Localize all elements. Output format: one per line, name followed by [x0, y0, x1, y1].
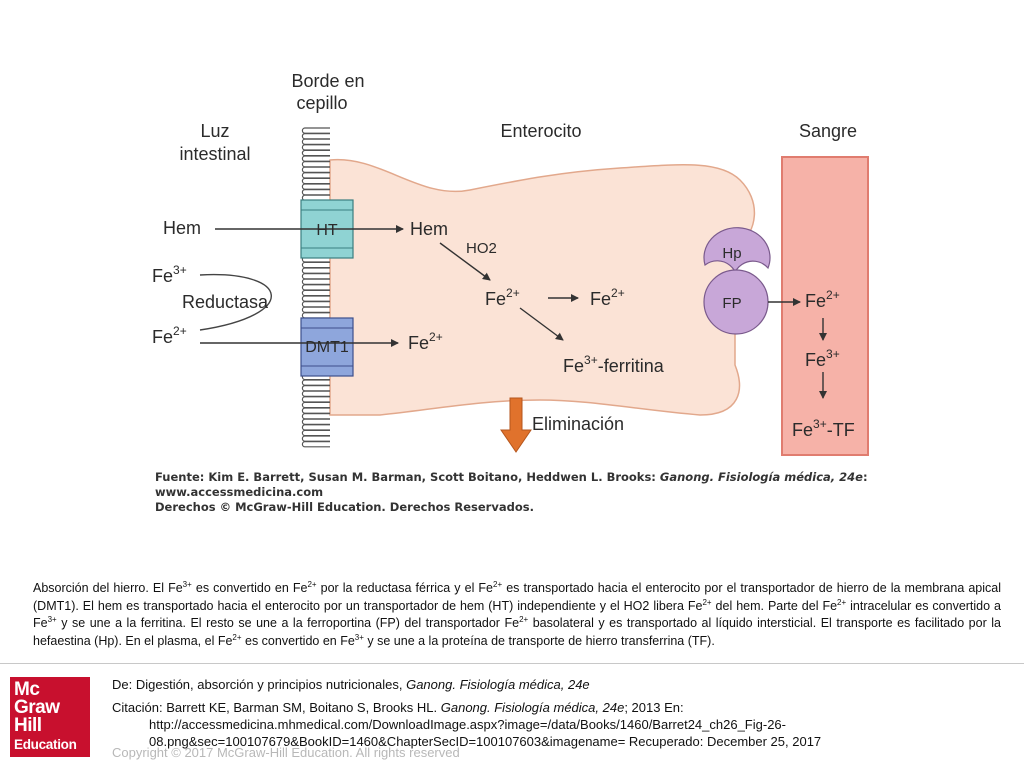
- label-fp: FP: [722, 295, 741, 312]
- label-borde-2: cepillo: [296, 93, 347, 113]
- reference-source: De: Digestión, absorción y principios nu…: [112, 677, 590, 692]
- label-borde-1: Borde en: [291, 71, 364, 91]
- label-sangre: Sangre: [799, 121, 857, 141]
- label-fe2-left: Fe: [152, 327, 173, 347]
- iron-absorption-diagram: Borde en cepillo Luz intestinal Enteroci…: [152, 71, 869, 456]
- enterocyte-cell: [329, 158, 756, 416]
- label-blood-fe3: Fe: [805, 350, 826, 370]
- label-ht: HT: [316, 222, 338, 239]
- label-hp: Hp: [722, 245, 741, 262]
- svg-text:Fe3+: Fe3+: [805, 347, 840, 370]
- figure-source: Fuente: Kim E. Barrett, Susan M. Barman,…: [155, 470, 875, 515]
- elimination-arrow: [500, 397, 532, 453]
- svg-text:Fe2+: Fe2+: [590, 286, 625, 309]
- divider: [0, 663, 1024, 664]
- svg-text:Fe3+: Fe3+: [152, 263, 187, 286]
- copyright-notice: Copyright © 2017 McGraw-Hill Education. …: [112, 745, 460, 760]
- label-eliminacion: Eliminación: [532, 414, 624, 434]
- label-luz-2: intestinal: [179, 144, 250, 164]
- label-reductasa: Reductasa: [182, 292, 269, 312]
- mcgraw-hill-logo: Mc Graw Hill Education: [10, 677, 90, 757]
- source-url[interactable]: www.accessmedicina.com: [155, 485, 324, 499]
- references: De: Digestión, absorción y principios nu…: [112, 676, 1012, 750]
- label-dmt1: DMT1: [305, 339, 349, 356]
- svg-text:Fe2+: Fe2+: [408, 330, 443, 353]
- label-enterocito: Enterocito: [500, 121, 581, 141]
- reference-citation[interactable]: Citación: Barrett KE, Barman SM, Boitano…: [112, 700, 822, 749]
- svg-text:Fe3+-ferritina: Fe3+-ferritina: [563, 353, 665, 376]
- svg-text:Fe2+: Fe2+: [485, 286, 520, 309]
- label-fe3-left: Fe: [152, 266, 173, 286]
- label-hem-right: Hem: [410, 219, 448, 239]
- arrow-fe2-to-ferritina: [519, 307, 564, 341]
- label-blood-fe2: Fe: [805, 291, 826, 311]
- label-fe2-dmt: Fe: [408, 333, 429, 353]
- brush-border-microvilli: [301, 127, 330, 448]
- figure-caption: Absorción del hierro. El Fe3+ es convert…: [33, 579, 1002, 648]
- svg-text:Fe2+: Fe2+: [152, 324, 187, 347]
- blood-column: [781, 156, 869, 456]
- svg-text:Fe2+: Fe2+: [805, 288, 840, 311]
- arrow-hem-to-fe2: [439, 242, 491, 281]
- label-fe2-mid: Fe: [590, 289, 611, 309]
- label-luz-1: Luz: [200, 121, 229, 141]
- label-ho2: HO2: [466, 240, 497, 257]
- svg-text:Fe3+-TF: Fe3+-TF: [792, 417, 855, 440]
- label-fe2-center: Fe: [485, 289, 506, 309]
- label-hem-left: Hem: [163, 218, 201, 238]
- label-blood-tf: Fe: [792, 420, 813, 440]
- reductase-loop: [199, 273, 272, 331]
- label-ferritina: Fe: [563, 356, 584, 376]
